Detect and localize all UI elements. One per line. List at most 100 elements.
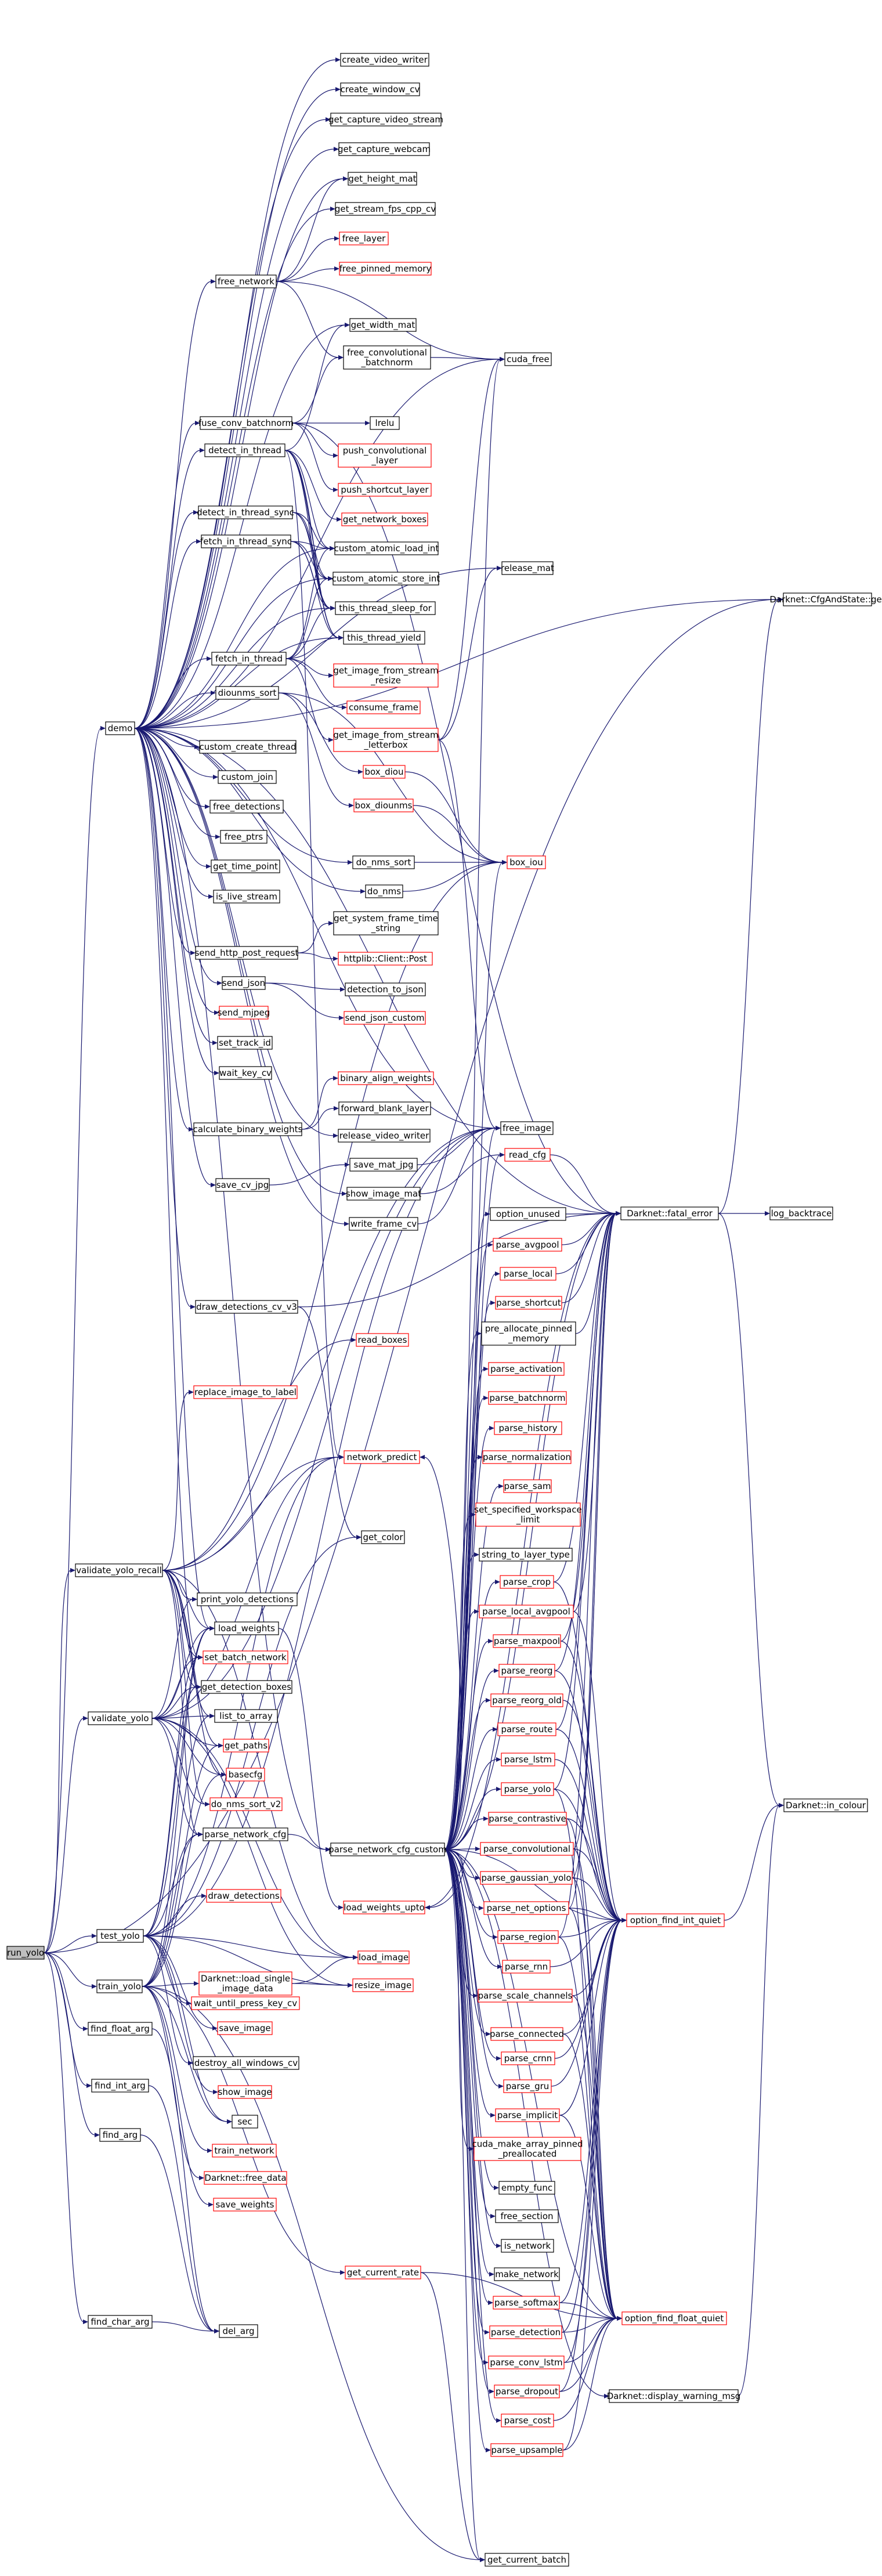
node-parse-normalization[interactable]: parse_normalization xyxy=(482,1450,572,1464)
node-darknet-display-warning-msg[interactable]: Darknet::display_warning_msg xyxy=(607,2389,741,2403)
node-box-iou[interactable]: box_iou xyxy=(507,855,546,869)
node-show-image[interactable]: show_image xyxy=(218,2085,272,2099)
node-release-mat[interactable]: release_mat xyxy=(501,561,554,575)
node-parse-local[interactable]: parse_local xyxy=(500,1267,556,1281)
node-darknet-fatal-error[interactable]: Darknet::fatal_error xyxy=(620,1206,719,1220)
node-darknet-cfgandstate-get[interactable]: Darknet::CfgAndState::get xyxy=(769,592,882,606)
node-parse-crop[interactable]: parse_crop xyxy=(500,1575,554,1589)
node-parse-activation[interactable]: parse_activation xyxy=(488,1362,565,1376)
node-fuse-conv-batchnorm[interactable]: fuse_conv_batchnorm xyxy=(198,416,294,430)
node-option-find-float-quiet[interactable]: option_find_float_quiet xyxy=(621,2311,727,2325)
node-do-nms[interactable]: do_nms xyxy=(365,884,403,898)
node-box-diounms[interactable]: box_diounms xyxy=(353,799,414,812)
node-free-section[interactable]: free_section xyxy=(495,2209,559,2223)
node-parse-contrastive[interactable]: parse_contrastive xyxy=(488,1812,567,1826)
node-get-image-from-stream-resize[interactable]: get_image_from_stream_resize xyxy=(333,663,439,688)
node-custom-atomic-load-int[interactable]: custom_atomic_load_int xyxy=(334,541,439,555)
node-parse-upsample[interactable]: parse_upsample xyxy=(490,2443,563,2457)
node-binary-align-weights[interactable]: binary_align_weights xyxy=(338,1071,434,1085)
node-validate-yolo-recall[interactable]: validate_yolo_recall xyxy=(75,1563,163,1577)
node-write-frame-cv[interactable]: write_frame_cv xyxy=(349,1217,418,1231)
node-get-color[interactable]: get_color xyxy=(361,1530,405,1544)
node-this-thread-yield[interactable]: this_thread_yield xyxy=(343,631,425,645)
node-parse-cost[interactable]: parse_cost xyxy=(501,2414,554,2427)
node-print-yolo-detections[interactable]: print_yolo_detections xyxy=(197,1592,298,1606)
node-option-find-int-quiet[interactable]: option_find_int_quiet xyxy=(626,1913,725,1927)
node-detect-in-thread[interactable]: detect_in_thread xyxy=(204,443,285,457)
node-save-cv-jpg[interactable]: save_cv_jpg xyxy=(215,1178,270,1192)
node-get-current-batch[interactable]: get_current_batch xyxy=(485,2553,569,2567)
node-get-detection-boxes[interactable]: get_detection_boxes xyxy=(201,1680,292,1694)
node-parse-reorg[interactable]: parse_reorg xyxy=(498,1664,555,1678)
node-show-image-mat[interactable]: show_image_mat xyxy=(346,1187,421,1201)
node-fetch-in-thread[interactable]: fetch_in_thread xyxy=(211,652,287,666)
node-parse-network-cfg-custom[interactable]: parse_network_cfg_custom xyxy=(328,1842,447,1856)
node-diounms-sort[interactable]: diounms_sort xyxy=(215,686,279,700)
node-resize-image[interactable]: resize_image xyxy=(352,1978,414,1992)
node-validate-yolo[interactable]: validate_yolo xyxy=(88,1711,153,1725)
node-free-layer[interactable]: free_layer xyxy=(339,232,389,245)
node-parse-convolutional[interactable]: parse_convolutional xyxy=(480,1842,574,1856)
node-cuda-free[interactable]: cuda_free xyxy=(504,352,552,366)
node-free-convolutional-batchnorm[interactable]: free_convolutional_batchnorm xyxy=(343,345,431,370)
node-set-batch-network[interactable]: set_batch_network xyxy=(203,1650,288,1664)
node-parse-dropout[interactable]: parse_dropout xyxy=(494,2384,560,2398)
node-network-predict[interactable]: network_predict xyxy=(344,1450,420,1464)
node-parse-gaussian-yolo[interactable]: parse_gaussian_yolo xyxy=(480,1871,573,1885)
node-load-weights[interactable]: load_weights xyxy=(214,1621,279,1635)
node-free-network[interactable]: free_network xyxy=(215,274,277,288)
node-find-arg[interactable]: find_arg xyxy=(99,2128,141,2142)
node-darknet-free-data[interactable]: Darknet::free_data xyxy=(204,2171,287,2185)
node-box-diou[interactable]: box_diou xyxy=(363,765,406,779)
node-parse-history[interactable]: parse_history xyxy=(494,1421,562,1435)
node-option-unused[interactable]: option_unused xyxy=(490,1207,566,1221)
node-make-network[interactable]: make_network xyxy=(494,2267,560,2281)
node-get-stream-fps-cpp-cv[interactable]: get_stream_fps_cpp_cv xyxy=(335,202,436,216)
node-push-convolutional-layer[interactable]: push_convolutional_layer xyxy=(338,443,432,468)
node-train-network[interactable]: train_network xyxy=(212,2144,277,2158)
node-custom-join[interactable]: custom_join xyxy=(218,770,277,784)
node-calculate-binary-weights[interactable]: calculate_binary_weights xyxy=(193,1122,303,1136)
node-read-boxes[interactable]: read_boxes xyxy=(356,1333,409,1347)
node-create-video-writer[interactable]: create_video_writer xyxy=(340,53,429,67)
node-parse-network-cfg[interactable]: parse_network_cfg xyxy=(203,1827,288,1841)
node-demo[interactable]: demo xyxy=(105,721,135,735)
node-test-yolo[interactable]: test_yolo xyxy=(96,1929,144,1943)
node-draw-detections[interactable]: draw_detections xyxy=(206,1889,281,1903)
node-darknet-load-single-image-data[interactable]: Darknet::load_single_image_data xyxy=(198,1971,292,1996)
node-custom-atomic-store-int[interactable]: custom_atomic_store_int xyxy=(332,572,440,586)
node-basecfg[interactable]: basecfg xyxy=(226,1768,265,1782)
node-parse-reorg-old[interactable]: parse_reorg_old xyxy=(490,1693,563,1707)
node-parse-avgpool[interactable]: parse_avgpool xyxy=(493,1238,562,1252)
node-darknet-in-colour[interactable]: Darknet::in_colour xyxy=(783,1798,868,1812)
node-get-height-mat[interactable]: get_height_mat xyxy=(348,172,417,186)
node-find-float-arg[interactable]: find_float_arg xyxy=(88,2022,153,2036)
node-find-int-arg[interactable]: find_int_arg xyxy=(91,2079,149,2093)
node-parse-conv-lstm[interactable]: parse_conv_lstm xyxy=(488,2355,565,2369)
node-get-capture-video-stream[interactable]: get_capture_video_stream xyxy=(328,113,443,127)
node-detect-in-thread-sync[interactable]: detect_in_thread_sync xyxy=(197,505,294,519)
node-send-json-custom[interactable]: send_json_custom xyxy=(344,1011,426,1025)
node-parse-scale-channels[interactable]: parse_scale_channels xyxy=(478,1989,573,2003)
node-is-live-stream[interactable]: is_live_stream xyxy=(213,890,280,904)
node-fetch-in-thread-sync[interactable]: fetch_in_thread_sync xyxy=(200,534,292,548)
node-log-backtrace[interactable]: log_backtrace xyxy=(769,1206,833,1220)
node-set-track-id[interactable]: set_track_id xyxy=(217,1036,273,1050)
node-save-mat-jpg[interactable]: save_mat_jpg xyxy=(349,1158,418,1172)
node-create-window-cv[interactable]: create_window_cv xyxy=(340,82,420,96)
node-forward-blank-layer[interactable]: forward_blank_layer xyxy=(338,1101,431,1115)
node-save-weights[interactable]: save_weights xyxy=(213,2198,277,2212)
node-parse-shortcut[interactable]: parse_shortcut xyxy=(495,1296,562,1310)
node-sec[interactable]: sec xyxy=(232,2115,258,2129)
node-free-detections[interactable]: free_detections xyxy=(209,800,284,814)
node-load-image[interactable]: load_image xyxy=(357,1950,410,1964)
node-custom-create-thread[interactable]: custom_create_thread xyxy=(199,740,297,754)
node-push-shortcut-layer[interactable]: push_shortcut_layer xyxy=(338,483,432,497)
node-empty-func[interactable]: empty_func xyxy=(498,2181,555,2195)
node-do-nms-sort-v2[interactable]: do_nms_sort_v2 xyxy=(209,1797,283,1811)
node-parse-implicit[interactable]: parse_implicit xyxy=(495,2108,560,2122)
node-string-to-layer-type[interactable]: string_to_layer_type xyxy=(479,1548,573,1562)
node-get-paths[interactable]: get_paths xyxy=(223,1739,269,1753)
node-destroy-all-windows-cv[interactable]: destroy_all_windows_cv xyxy=(193,2056,299,2070)
node-detection-to-json[interactable]: detection_to_json xyxy=(345,982,426,996)
